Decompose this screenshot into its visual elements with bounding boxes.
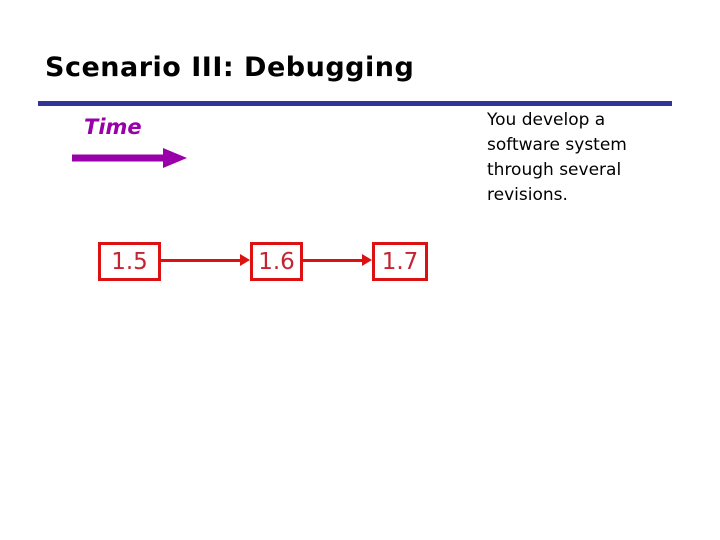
version-label: 1.5	[111, 248, 148, 275]
revision-arrowhead-icon	[362, 254, 372, 266]
revision-arrowhead-icon	[240, 254, 250, 266]
revision-arrow-line	[303, 259, 363, 262]
note-text: You develop a software system through se…	[487, 110, 627, 205]
version-label: 1.6	[258, 248, 295, 275]
version-box-1-7: 1.7	[372, 242, 428, 281]
title-divider	[38, 101, 672, 106]
time-arrow-icon	[72, 148, 187, 168]
version-label: 1.7	[381, 248, 419, 275]
version-box-1-5: 1.5	[98, 242, 161, 281]
version-box-1-6: 1.6	[250, 242, 303, 281]
page-title: Scenario III: Debugging	[45, 52, 415, 83]
revision-arrow-line	[161, 259, 241, 262]
time-axis-label: Time	[84, 115, 142, 139]
